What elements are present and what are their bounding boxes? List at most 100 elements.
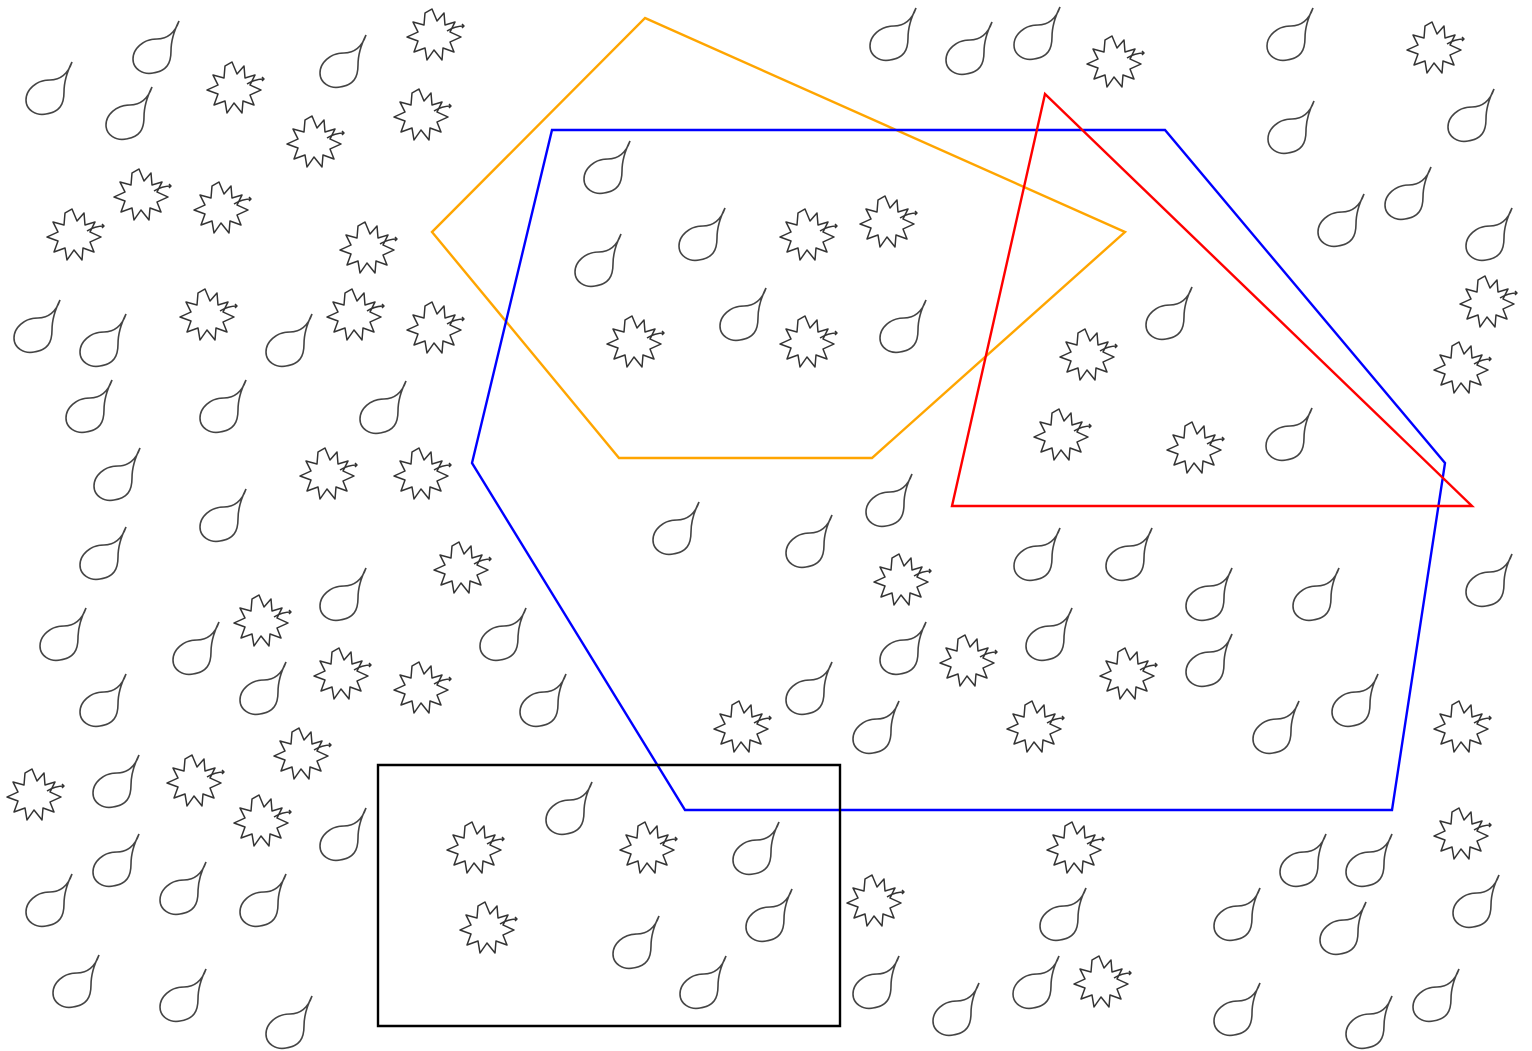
raindrop-icon [1186,634,1232,686]
maple-leaf-icon [1100,648,1157,699]
orange-region [432,18,1125,458]
raindrop-icon [870,8,916,60]
raindrop-icon [1014,7,1060,59]
maple-leaf-icon [1007,701,1064,752]
red-region [952,94,1472,506]
maple-leaf-icon [1434,701,1491,752]
raindrop-icon [93,755,139,807]
raindrop-icon [613,916,659,968]
maple-leaf-icon [1460,276,1517,327]
raindrop-icon [1320,902,1366,954]
maple-leaf-icon [1060,329,1117,380]
raindrop-icon [320,568,366,620]
raindrop-icon [680,956,726,1008]
blue-region [472,130,1445,810]
maple-leaf-icon [234,795,291,846]
maple-leaf-icon [1047,822,1104,873]
raindrop-icon [160,862,206,914]
raindrop-icon [266,996,312,1048]
raindrop-icon [1318,194,1364,246]
raindrop-icon [933,983,979,1035]
raindrop-icon [1280,834,1326,886]
raindrop-icon [160,969,206,1021]
raindrop-icon [480,608,526,660]
raindrop-icon [93,834,139,886]
maple-leaf-icon [1434,808,1491,859]
maple-leaf-icon [1407,22,1464,73]
raindrop-icon [80,527,126,579]
raindrop-icon [546,782,592,834]
maple-leaf-icon [447,822,504,873]
raindrop-icon [1448,89,1494,141]
maple-leaf-icon [407,302,464,353]
raindrop-icon [853,956,899,1008]
raindrop-icon [1146,287,1192,339]
raindrop-icon [320,808,366,860]
maple-leaf-icon [780,209,837,260]
icons-layer [7,7,1517,1048]
maple-leaf-icon [287,116,344,167]
raindrop-icon [880,300,926,352]
maple-leaf-icon [1074,956,1131,1007]
maple-leaf-icon [394,89,451,140]
raindrop-icon [66,380,112,432]
raindrop-icon [26,62,72,114]
maple-leaf-icon [940,635,997,686]
raindrop-icon [866,474,912,526]
raindrop-icon [1253,701,1299,753]
raindrop-icon [1346,834,1392,886]
maple-leaf-icon [434,542,491,593]
maple-leaf-icon [340,222,397,273]
raindrop-icon [200,380,246,432]
raindrop-icon [1466,208,1512,260]
maple-leaf-icon [194,182,251,233]
maple-leaf-icon [1434,342,1491,393]
raindrop-icon [80,314,126,366]
raindrop-icon [1453,875,1499,927]
raindrop-icon [853,701,899,753]
raindrop-icon [240,662,286,714]
raindrop-icon [360,381,406,433]
raindrop-icon [133,21,179,73]
maple-leaf-icon [874,554,931,605]
maple-leaf-icon [327,289,384,340]
raindrop-icon [733,822,779,874]
raindrop-icon [653,502,699,554]
raindrop-icon [240,874,286,926]
maple-leaf-icon [47,209,104,260]
raindrop-icon [1385,167,1431,219]
maple-leaf-icon [234,595,291,646]
raindrop-icon [1413,969,1459,1021]
raindrop-icon [1293,568,1339,620]
maple-leaf-icon [620,822,677,873]
raindrop-icon [53,955,99,1007]
raindrop-icon [173,622,219,674]
raindrop-icon [320,35,366,87]
maple-leaf-icon [1087,36,1144,87]
raindrop-icon [40,608,86,660]
raindrop-icon [1040,888,1086,940]
maple-leaf-icon [1034,409,1091,460]
raindrop-icon [80,674,126,726]
raindrop-icon [720,288,766,340]
maple-leaf-icon [114,169,171,220]
raindrop-icon [1214,983,1260,1035]
maple-leaf-icon [314,648,371,699]
raindrop-icon [106,87,152,139]
maple-leaf-icon [207,62,264,113]
raindrop-icon [26,874,72,926]
raindrop-icon [1186,568,1232,620]
raindrop-icon [1466,554,1512,606]
raindrop-icon [1106,528,1152,580]
raindrop-icon [1268,101,1314,153]
raindrop-icon [1332,674,1378,726]
maple-leaf-icon [714,701,771,752]
raindrop-icon [1026,608,1072,660]
maple-leaf-icon [780,316,837,367]
maple-leaf-icon [274,728,331,779]
maple-leaf-icon [394,448,451,499]
raindrop-icon [1013,956,1059,1008]
maple-leaf-icon [460,902,517,953]
raindrop-icon [520,674,566,726]
